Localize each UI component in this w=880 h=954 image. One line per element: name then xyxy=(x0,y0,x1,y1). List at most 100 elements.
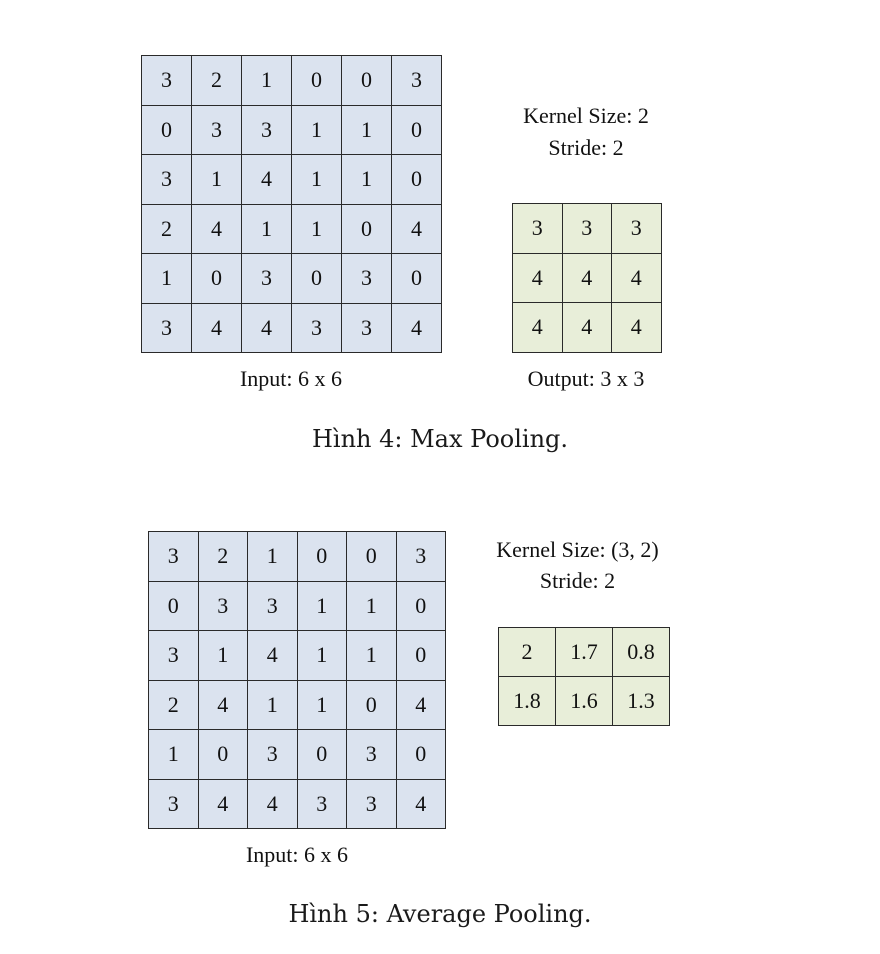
matrix-cell: 2 xyxy=(142,204,192,254)
matrix-cell: 4 xyxy=(392,303,442,353)
matrix-cell: 2 xyxy=(149,680,199,730)
matrix-cell: 1 xyxy=(297,631,347,681)
matrix-cell: 2 xyxy=(198,532,248,582)
matrix-cell: 0 xyxy=(292,56,342,106)
matrix-cell: 4 xyxy=(242,303,292,353)
matrix-cell: 3 xyxy=(292,303,342,353)
matrix-cell: 1 xyxy=(292,204,342,254)
matrix-cell: 0.8 xyxy=(613,628,670,677)
matrix-cell: 3 xyxy=(192,105,242,155)
matrix-cell: 0 xyxy=(149,581,199,631)
matrix-cell: 4 xyxy=(242,155,292,205)
matrix-cell: 3 xyxy=(242,105,292,155)
matrix-cell: 1.7 xyxy=(556,628,613,677)
matrix-cell: 0 xyxy=(297,532,347,582)
matrix-cell: 4 xyxy=(192,303,242,353)
matrix-cell: 0 xyxy=(347,680,397,730)
matrix-cell: 4 xyxy=(513,253,563,303)
matrix-cell: 0 xyxy=(292,254,342,304)
matrix-cell: 3 xyxy=(149,631,199,681)
matrix-cell: 3 xyxy=(198,581,248,631)
matrix-cell: 3 xyxy=(297,779,347,829)
matrix-cell: 3 xyxy=(562,204,612,254)
matrix-cell: 4 xyxy=(396,680,446,730)
matrix-cell: 4 xyxy=(198,680,248,730)
matrix-cell: 3 xyxy=(142,155,192,205)
matrix-cell: 4 xyxy=(392,204,442,254)
matrix-cell: 3 xyxy=(142,303,192,353)
matrix-cell: 4 xyxy=(396,779,446,829)
matrix-cell: 1.6 xyxy=(556,677,613,726)
fig4-output-label: Output: 3 x 3 xyxy=(527,366,645,391)
fig4-input-label: Input: 6 x 6 xyxy=(239,366,343,391)
matrix-cell: 1 xyxy=(292,105,342,155)
matrix-cell: 0 xyxy=(396,581,446,631)
matrix-cell: 3 xyxy=(242,254,292,304)
matrix-cell: 4 xyxy=(248,779,298,829)
matrix-cell: 0 xyxy=(192,254,242,304)
matrix-cell: 4 xyxy=(562,253,612,303)
matrix-cell: 1 xyxy=(342,155,392,205)
matrix-cell: 1 xyxy=(198,631,248,681)
matrix-cell: 1 xyxy=(242,56,292,106)
matrix-cell: 3 xyxy=(513,204,563,254)
matrix-cell: 3 xyxy=(149,779,199,829)
matrix-cell: 0 xyxy=(342,204,392,254)
matrix-cell: 1 xyxy=(242,204,292,254)
fig4-kernel-size: Kernel Size: 2 xyxy=(523,103,649,128)
matrix-cell: 3 xyxy=(396,532,446,582)
fig4-stride: Stride: 2 xyxy=(548,135,624,160)
matrix-cell: 2 xyxy=(499,628,556,677)
matrix-cell: 4 xyxy=(192,204,242,254)
matrix-cell: 1 xyxy=(292,155,342,205)
matrix-cell: 0 xyxy=(347,532,397,582)
matrix-cell: 2 xyxy=(192,56,242,106)
matrix-cell: 1 xyxy=(347,631,397,681)
fig4-caption: Hình 4: Max Pooling. xyxy=(311,425,569,453)
matrix-cell: 3 xyxy=(248,730,298,780)
fig5-kernel-size: Kernel Size: (3, 2) xyxy=(496,537,659,562)
matrix-cell: 4 xyxy=(562,303,612,353)
matrix-cell: 1 xyxy=(347,581,397,631)
matrix-cell: 1 xyxy=(142,254,192,304)
fig5-caption: Hình 5: Average Pooling. xyxy=(288,900,592,928)
matrix-cell: 0 xyxy=(392,105,442,155)
matrix-cell: 0 xyxy=(198,730,248,780)
matrix-cell: 3 xyxy=(248,581,298,631)
matrix-cell: 0 xyxy=(142,105,192,155)
matrix-cell: 1 xyxy=(248,532,298,582)
matrix-cell: 0 xyxy=(396,631,446,681)
matrix-cell: 1 xyxy=(192,155,242,205)
matrix-cell: 3 xyxy=(392,56,442,106)
matrix-cell: 0 xyxy=(297,730,347,780)
matrix-cell: 3 xyxy=(342,254,392,304)
fig5-input-label: Input: 6 x 6 xyxy=(245,842,349,867)
matrix-cell: 4 xyxy=(513,303,563,353)
matrix-cell: 1 xyxy=(297,680,347,730)
matrix-cell: 3 xyxy=(612,204,662,254)
matrix-cell: 3 xyxy=(342,303,392,353)
matrix-cell: 3 xyxy=(142,56,192,106)
matrix-cell: 4 xyxy=(612,253,662,303)
matrix-cell: 4 xyxy=(612,303,662,353)
matrix-cell: 1.8 xyxy=(499,677,556,726)
matrix-cell: 4 xyxy=(198,779,248,829)
matrix-cell: 1 xyxy=(149,730,199,780)
fig5-stride: Stride: 2 xyxy=(539,568,616,593)
matrix-cell: 1 xyxy=(248,680,298,730)
matrix-cell: 0 xyxy=(342,56,392,106)
matrix-cell: 0 xyxy=(392,254,442,304)
matrix-cell: 0 xyxy=(396,730,446,780)
matrix-cell: 1.3 xyxy=(613,677,670,726)
matrix-cell: 3 xyxy=(149,532,199,582)
matrix-cell: 1 xyxy=(297,581,347,631)
matrix-cell: 4 xyxy=(248,631,298,681)
matrix-cell: 3 xyxy=(347,779,397,829)
matrix-cell: 0 xyxy=(392,155,442,205)
matrix-cell: 3 xyxy=(347,730,397,780)
matrix-cell: 1 xyxy=(342,105,392,155)
